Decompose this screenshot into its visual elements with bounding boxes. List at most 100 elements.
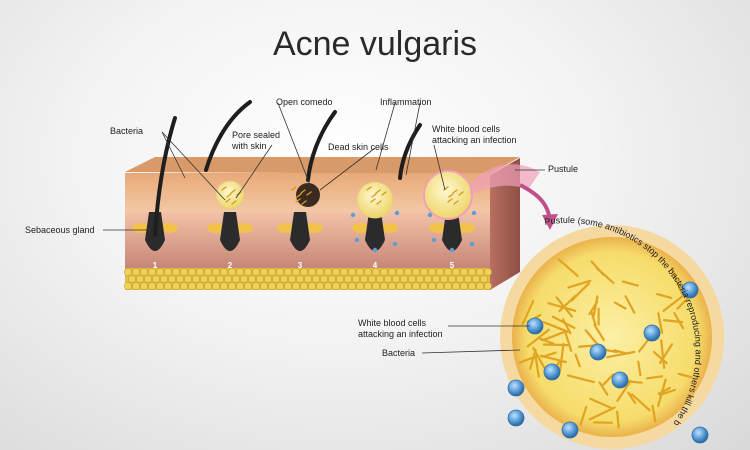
fat-cell [436, 282, 444, 290]
hair-1 [153, 116, 177, 237]
sebaceous-gland [457, 223, 475, 233]
bacteria [453, 200, 459, 205]
zoom-white-blood-cell [589, 343, 607, 361]
bacterium-rod [595, 267, 615, 285]
fat-cell [284, 268, 292, 276]
fat-cell [188, 282, 196, 290]
bacteria [221, 186, 227, 191]
bacterium-rod [589, 397, 613, 410]
fat-cell [476, 268, 484, 276]
fat-cell [128, 275, 136, 283]
fat-cell [236, 268, 244, 276]
zoom-white-blood-cell [681, 281, 699, 299]
white-blood-cell [392, 241, 398, 247]
bacteria [366, 186, 372, 191]
follicle-5 [423, 170, 477, 253]
fat-cell [312, 275, 320, 283]
fat-cell [136, 275, 144, 283]
fat-cell [440, 275, 448, 283]
fat-cell [388, 268, 396, 276]
fat-cells [124, 268, 492, 290]
bacteria [226, 193, 232, 198]
white-blood-cell [469, 241, 475, 247]
fat-cell [268, 268, 276, 276]
bacterium-rod [534, 356, 540, 378]
fat-cell [308, 268, 316, 276]
white-blood-cell [354, 237, 360, 243]
label-wbc-1: White blood cells [432, 124, 501, 134]
hair-follicle [220, 212, 240, 251]
fat-cell [308, 282, 316, 290]
sebaceous-gland [305, 223, 323, 233]
fat-cell [164, 268, 172, 276]
fat-cell [212, 268, 220, 276]
label-sebaceous-gland: Sebaceous gland [25, 225, 95, 235]
bacteria [301, 200, 307, 205]
zoom-white-blood-cell [507, 409, 525, 427]
bacterium-rod [521, 299, 535, 326]
fat-cell [388, 282, 396, 290]
fat-cell [220, 282, 228, 290]
fat-cell [340, 282, 348, 290]
zoom-white-blood-cell [611, 371, 629, 389]
bacterium-rod [532, 346, 548, 373]
fat-cell [192, 275, 200, 283]
bacterium-rod [616, 379, 632, 402]
fat-cell [324, 268, 332, 276]
fat-cell [480, 275, 488, 283]
bacterium-rod [567, 279, 592, 289]
fat-cell [468, 282, 476, 290]
zoom-white-blood-cell [561, 421, 579, 439]
stage-number-1: 1 [153, 261, 158, 270]
fat-cell [484, 282, 492, 290]
fat-cell [380, 282, 388, 290]
fat-cell [144, 275, 152, 283]
zoom-white-blood-cell [643, 324, 661, 342]
follicle-3 [277, 183, 323, 251]
bacterium-rod [537, 337, 555, 345]
fat-cell [484, 268, 492, 276]
bacterium-rod [557, 258, 579, 278]
sebaceous-gland [277, 223, 295, 233]
fat-cell [264, 275, 272, 283]
bacterium-rod [624, 295, 636, 314]
bacterium-rod [588, 300, 599, 316]
fat-cell [448, 275, 456, 283]
bacterium-rod [630, 393, 651, 412]
fat-cell [444, 268, 452, 276]
fat-cell [228, 268, 236, 276]
fat-cell [252, 268, 260, 276]
hair-follicle [442, 212, 462, 251]
bacteria [371, 193, 377, 198]
zoom-arrow-head [542, 214, 558, 230]
bacterium-rod [657, 386, 672, 395]
bacteria [230, 189, 236, 194]
fat-cell [172, 268, 180, 276]
bacteria [231, 200, 237, 205]
fat-cell [344, 275, 352, 283]
bacteria [225, 198, 231, 203]
fat-cell [436, 268, 444, 276]
label-dead-skin-cells: Dead skin cells [328, 142, 389, 152]
bacterium-rod [584, 329, 600, 347]
white-blood-cell [449, 247, 455, 253]
fat-cell [420, 282, 428, 290]
bacterium-rod [593, 323, 605, 342]
fat-cell [260, 282, 268, 290]
skin-surface-top [125, 157, 520, 174]
fat-cell [376, 275, 384, 283]
fat-cell [292, 268, 300, 276]
fat-cell [244, 282, 252, 290]
fat-cell [404, 268, 412, 276]
fat-cell [364, 282, 372, 290]
fat-cell [284, 282, 292, 290]
fat-cell [452, 268, 460, 276]
fat-cell [404, 282, 412, 290]
bacterium-rod [677, 372, 693, 379]
fat-cell [324, 282, 332, 290]
bacterium-rod [657, 312, 664, 334]
bacterium-rod [570, 282, 591, 302]
white-blood-cell [471, 210, 477, 216]
bacterium-rod [621, 280, 639, 287]
